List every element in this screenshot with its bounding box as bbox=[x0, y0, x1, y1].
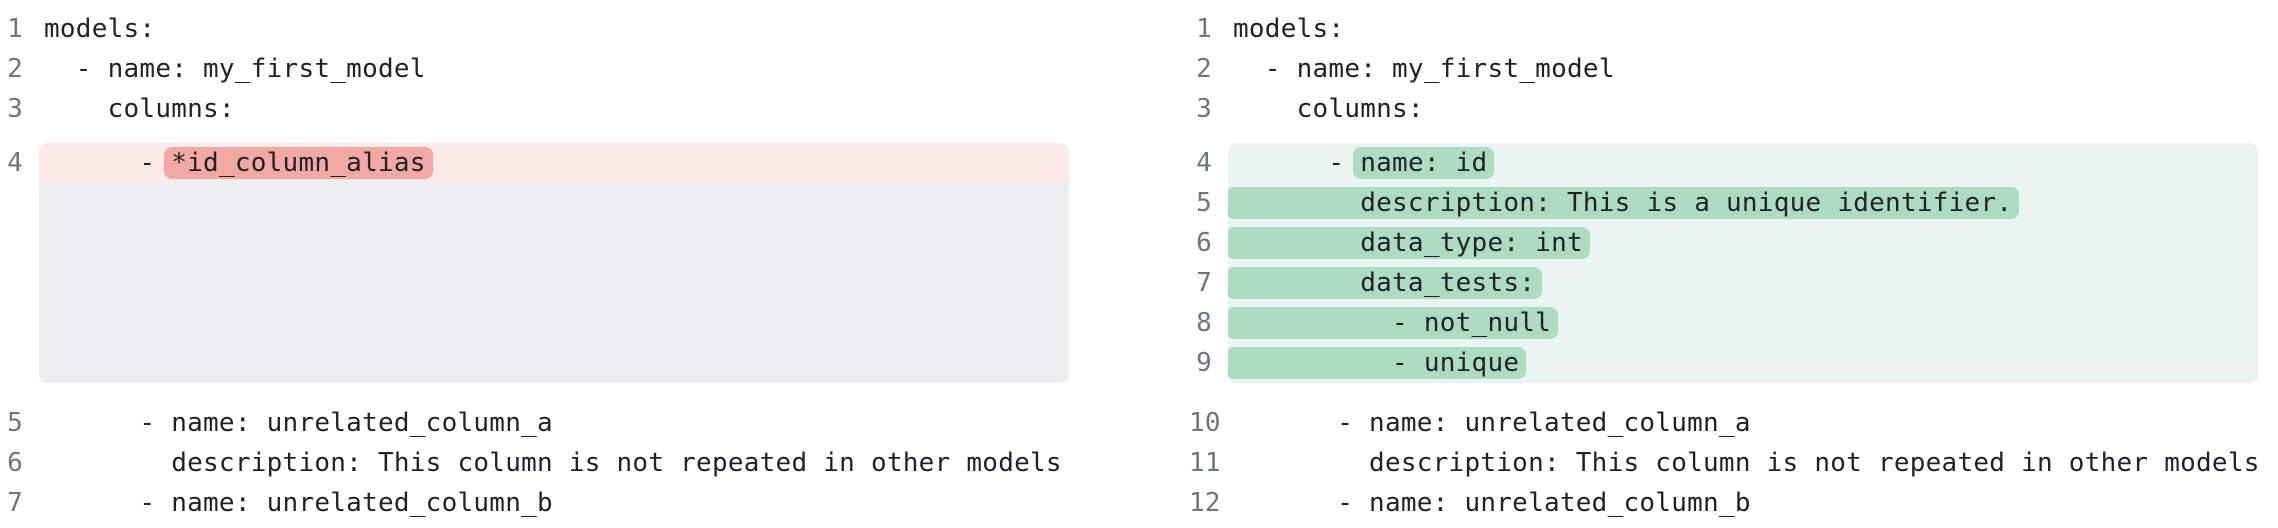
removed-token: *id_column_alias bbox=[164, 147, 433, 179]
filler-cell bbox=[39, 343, 1069, 383]
added-token: description: This is a unique identifier… bbox=[1228, 187, 2020, 219]
added-line: 4 - name: id bbox=[1189, 143, 2278, 183]
line-number: 1 bbox=[1196, 14, 1212, 44]
line-number bbox=[0, 223, 23, 263]
added-token: - unique bbox=[1228, 347, 1527, 379]
line-number: 11 bbox=[1189, 448, 1221, 478]
line-number: 6 bbox=[7, 448, 23, 478]
code-text: - name: id bbox=[1228, 143, 2258, 183]
collapsed-filler-row bbox=[0, 303, 1089, 343]
context-line: 2 - name: my_first_model bbox=[0, 49, 1089, 89]
code-text: - name: unrelated_column_a bbox=[44, 408, 553, 438]
line-number: 9 bbox=[1196, 348, 1212, 378]
context-line: 1 models: bbox=[0, 9, 1089, 49]
line-number bbox=[0, 343, 23, 383]
added-token: name: id bbox=[1353, 147, 1495, 179]
code-text: - name: my_first_model bbox=[44, 54, 426, 84]
code-text: description: This is a unique identifier… bbox=[1228, 183, 2258, 223]
context-line: 3 columns: bbox=[0, 89, 1089, 129]
line-number bbox=[0, 183, 23, 223]
removed-hunk: 4 - *id_column_alias bbox=[0, 143, 1089, 383]
code-prefix: - bbox=[1233, 148, 1361, 178]
context-line: 6 description: This column is not repeat… bbox=[0, 443, 1089, 483]
diff-pane-after: 1 models: 2 - name: my_first_model 3 col… bbox=[1189, 9, 2278, 528]
line-number bbox=[0, 303, 23, 343]
code-text: models: bbox=[44, 14, 156, 44]
context-line: 5 - name: unrelated_column_a bbox=[0, 403, 1089, 443]
added-line: 9 - unique bbox=[1189, 343, 2278, 383]
context-line: 10 - name: unrelated_column_a bbox=[1189, 403, 2278, 443]
code-text: columns: bbox=[44, 94, 235, 124]
line-number: 7 bbox=[1196, 268, 1212, 298]
filler-cell bbox=[39, 263, 1069, 303]
collapsed-filler-row bbox=[0, 343, 1089, 383]
line-number: 2 bbox=[7, 54, 23, 84]
line-number: 4 bbox=[7, 148, 23, 178]
line-number: 3 bbox=[1196, 94, 1212, 124]
code-text: description: This column is not repeated… bbox=[44, 448, 1062, 478]
context-line: 3 columns: bbox=[1189, 89, 2278, 129]
code-text: description: This column is not repeated… bbox=[1241, 448, 2258, 478]
code-text: - name: unrelated_column_b bbox=[44, 488, 553, 518]
collapsed-filler-row bbox=[0, 223, 1089, 263]
line-number: 1 bbox=[7, 14, 23, 44]
line-number: 3 bbox=[7, 94, 23, 124]
context-line: 11 description: This column is not repea… bbox=[1189, 443, 2278, 483]
line-number: 5 bbox=[1196, 188, 1212, 218]
code-prefix: - bbox=[44, 148, 172, 178]
context-line: 2 - name: my_first_model bbox=[1189, 49, 2278, 89]
added-hunk: 4 - name: id 5 description: This is a un… bbox=[1189, 143, 2278, 383]
line-number: 4 bbox=[1196, 148, 1212, 178]
line-number: 12 bbox=[1189, 488, 1221, 518]
code-text: - not_null bbox=[1228, 303, 2258, 343]
line-number: 7 bbox=[7, 488, 23, 518]
added-line: 8 - not_null bbox=[1189, 303, 2278, 343]
line-number: 8 bbox=[1196, 308, 1212, 338]
line-number bbox=[0, 263, 23, 303]
context-line: 12 - name: unrelated_column_b bbox=[1189, 483, 2278, 523]
code-text: - *id_column_alias bbox=[39, 143, 1069, 183]
line-number: 2 bbox=[1196, 54, 1212, 84]
code-text: - unique bbox=[1228, 343, 2258, 383]
filler-cell bbox=[39, 183, 1069, 223]
filler-cell bbox=[39, 223, 1069, 263]
code-text: - name: my_first_model bbox=[1233, 54, 1615, 84]
added-line: 6 data_type: int bbox=[1189, 223, 2278, 263]
line-number: 5 bbox=[7, 408, 23, 438]
added-token: data_type: int bbox=[1228, 227, 1590, 259]
added-token: - not_null bbox=[1228, 307, 1559, 339]
line-number: 10 bbox=[1189, 408, 1221, 438]
line-number: 6 bbox=[1196, 228, 1212, 258]
added-line: 5 description: This is a unique identifi… bbox=[1189, 183, 2278, 223]
added-line: 7 data_tests: bbox=[1189, 263, 2278, 303]
filler-cell bbox=[39, 303, 1069, 343]
code-text: - name: unrelated_column_a bbox=[1241, 408, 1751, 438]
code-text: columns: bbox=[1233, 94, 1424, 124]
removed-line: 4 - *id_column_alias bbox=[0, 143, 1089, 183]
code-text: data_tests: bbox=[1228, 263, 2258, 303]
context-line: 7 - name: unrelated_column_b bbox=[0, 483, 1089, 523]
collapsed-filler-row bbox=[0, 263, 1089, 303]
code-text: - name: unrelated_column_b bbox=[1241, 488, 1751, 518]
collapsed-filler-row bbox=[0, 183, 1089, 223]
code-text: data_type: int bbox=[1228, 223, 2258, 263]
diff-pane-before: 1 models: 2 - name: my_first_model 3 col… bbox=[0, 9, 1089, 528]
context-line: 1 models: bbox=[1189, 9, 2278, 49]
added-token: data_tests: bbox=[1228, 267, 1543, 299]
code-text: models: bbox=[1233, 14, 1345, 44]
